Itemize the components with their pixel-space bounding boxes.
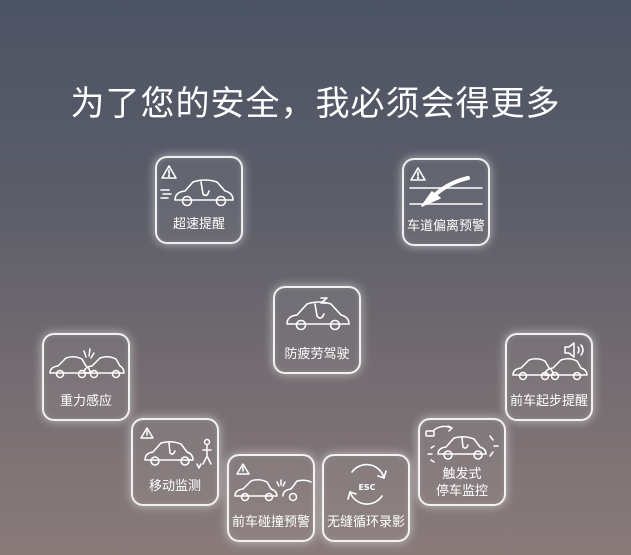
motion-detection-icon [140, 427, 212, 469]
motion-detection-tile[interactable]: 移动监测 [131, 418, 219, 506]
gravity-sensor-tile[interactable]: 重力感应 [42, 333, 130, 421]
loop-recording-icon: ESC [347, 463, 387, 505]
collision-warning-label: 前车碰撞预警 [231, 515, 310, 530]
parking-monitor-label-line1: 触发式 [442, 467, 482, 482]
parking-monitor-icon [425, 425, 499, 463]
page-title: 为了您的安全，我必须会得更多 [70, 84, 561, 124]
lane-departure-label: 车道偏离预警 [406, 219, 485, 234]
speed-warning-tile[interactable]: 超速提醒 [155, 156, 243, 244]
lane-departure-icon [409, 167, 483, 207]
speed-warning-label: 超速提醒 [172, 217, 225, 232]
loop-recording-tile[interactable]: ESC 无缝循环录影 [322, 454, 410, 542]
fatigue-driving-icon [286, 297, 350, 331]
loop-recording-label: 无缝循环录影 [326, 515, 405, 530]
parking-monitor-tile[interactable]: 触发式 停车监控 [418, 418, 506, 506]
parking-monitor-label-line2: 停车监控 [435, 484, 488, 499]
gravity-sensor-label: 重力感应 [59, 394, 112, 409]
front-car-start-label: 前车起步提醒 [509, 394, 588, 409]
collision-warning-tile[interactable]: 前车碰撞预警 [227, 454, 315, 542]
parking-monitor-label: 触发式 停车监控 [416, 466, 508, 500]
speed-warning-icon [160, 165, 234, 207]
gravity-sensor-icon [49, 348, 125, 379]
front-car-start-tile[interactable]: 前车起步提醒 [505, 333, 593, 421]
front-car-start-icon [512, 342, 588, 381]
fatigue-driving-tile[interactable]: 防疲劳驾驶 [273, 286, 361, 374]
fatigue-driving-label: 防疲劳驾驶 [284, 347, 350, 362]
esc-badge: ESC [358, 483, 375, 492]
collision-warning-icon [234, 463, 312, 502]
motion-detection-label: 移动监测 [148, 479, 201, 494]
lane-departure-tile[interactable]: 车道偏离预警 [402, 158, 490, 246]
